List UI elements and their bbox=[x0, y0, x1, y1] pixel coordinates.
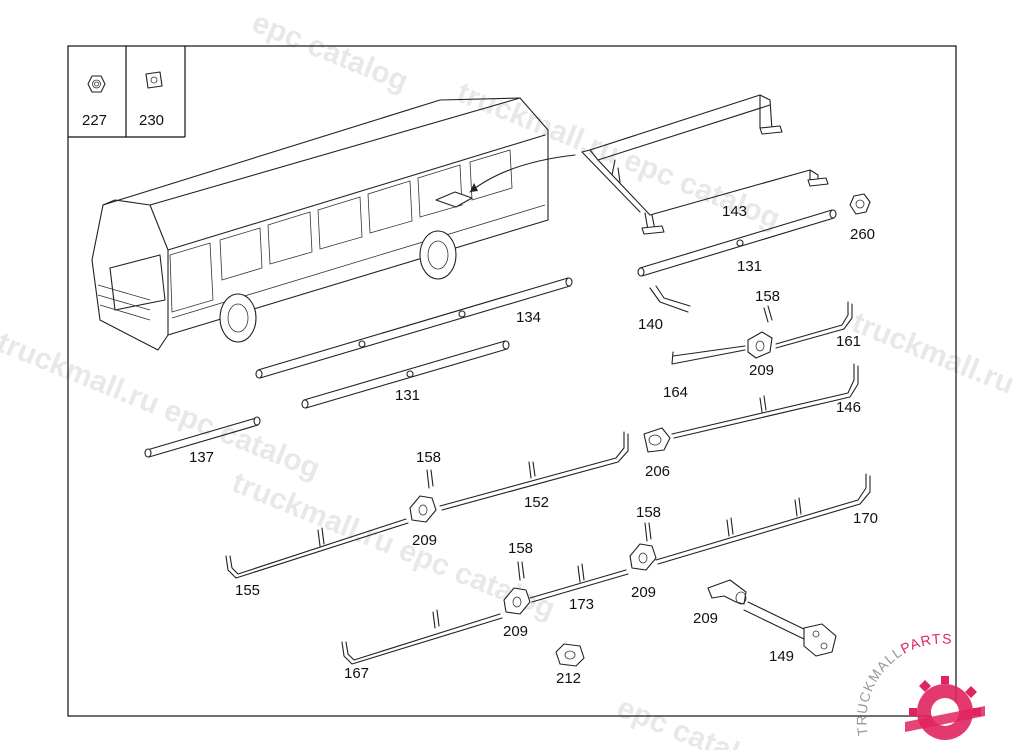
part-label-131: 131 bbox=[737, 258, 762, 275]
tube-161 bbox=[775, 301, 853, 349]
part-label-209: 209 bbox=[412, 532, 437, 549]
bracket-140 bbox=[649, 285, 691, 313]
coupling-212 bbox=[555, 643, 585, 667]
watermark-text: truckmall.ru epc catalog bbox=[0, 326, 325, 486]
part-label-206: 206 bbox=[645, 463, 670, 480]
watermark-text: epc catalog bbox=[247, 6, 412, 98]
roof-frame-143 bbox=[581, 94, 829, 235]
rod-131-lower bbox=[301, 340, 510, 409]
part-label-227: 227 bbox=[82, 112, 107, 129]
clip-158-d bbox=[644, 522, 652, 542]
part-labels: 143 260 131 134 140 158 161 209 164 131 … bbox=[189, 203, 878, 687]
nut-260 bbox=[849, 193, 871, 215]
clip-158-a bbox=[763, 305, 773, 323]
part-label-134: 134 bbox=[516, 309, 541, 326]
tee-206 bbox=[643, 427, 671, 453]
truckmall-parts-logo: TRUCKMALLPARTS bbox=[854, 630, 985, 740]
part-label-170: 170 bbox=[853, 510, 878, 527]
rod-134 bbox=[255, 277, 573, 379]
square-nut-icon bbox=[145, 71, 163, 89]
tube-146 bbox=[671, 363, 859, 439]
part-label-158: 158 bbox=[636, 504, 661, 521]
connector-209-d bbox=[503, 587, 531, 615]
connector-209-a bbox=[747, 331, 773, 359]
part-label-137: 137 bbox=[189, 449, 214, 466]
tube-164 bbox=[671, 345, 746, 365]
part-label-209: 209 bbox=[693, 610, 718, 627]
part-label-158: 158 bbox=[755, 288, 780, 305]
gear-icon bbox=[905, 676, 985, 740]
part-label-140: 140 bbox=[638, 316, 663, 333]
logo-text: TRUCKMALL bbox=[854, 643, 906, 736]
part-label-209: 209 bbox=[503, 623, 528, 640]
clip-158-b bbox=[426, 469, 434, 489]
rod-131-upper bbox=[637, 209, 837, 277]
bus-illustration bbox=[91, 97, 576, 351]
part-label-161: 161 bbox=[836, 333, 861, 350]
diagram-frame bbox=[67, 45, 957, 717]
part-label-173: 173 bbox=[569, 596, 594, 613]
part-label-164: 164 bbox=[663, 384, 688, 401]
part-label-149: 149 bbox=[769, 648, 794, 665]
part-label-158: 158 bbox=[416, 449, 441, 466]
part-label-209: 209 bbox=[749, 362, 774, 379]
part-label-212: 212 bbox=[556, 670, 581, 687]
part-label-158: 158 bbox=[508, 540, 533, 557]
tube-167 bbox=[341, 609, 503, 665]
tube-155 bbox=[225, 518, 409, 579]
watermark-text: truckmall.ru bbox=[847, 306, 1019, 401]
part-label-131: 131 bbox=[395, 387, 420, 404]
connector-209-b bbox=[409, 495, 437, 523]
rod-137 bbox=[144, 416, 261, 458]
nut-icon bbox=[87, 75, 106, 93]
connector-209-e bbox=[707, 579, 747, 605]
part-label-143: 143 bbox=[722, 203, 747, 220]
part-label-146: 146 bbox=[836, 399, 861, 416]
legend-boxes: 227 230 bbox=[68, 46, 186, 138]
logo-text-accent: PARTS bbox=[898, 630, 953, 656]
part-label-230: 230 bbox=[139, 112, 164, 129]
part-label-152: 152 bbox=[524, 494, 549, 511]
watermark-text: epc catalog bbox=[612, 691, 777, 750]
bracket-149 bbox=[743, 601, 837, 657]
part-label-260: 260 bbox=[850, 226, 875, 243]
part-label-155: 155 bbox=[235, 582, 260, 599]
tube-152 bbox=[439, 431, 629, 511]
tube-173 bbox=[529, 563, 629, 603]
part-label-167: 167 bbox=[344, 665, 369, 682]
clip-158-c bbox=[517, 561, 525, 581]
tube-170 bbox=[655, 473, 871, 565]
connector-209-c bbox=[629, 543, 657, 571]
part-label-209: 209 bbox=[631, 584, 656, 601]
